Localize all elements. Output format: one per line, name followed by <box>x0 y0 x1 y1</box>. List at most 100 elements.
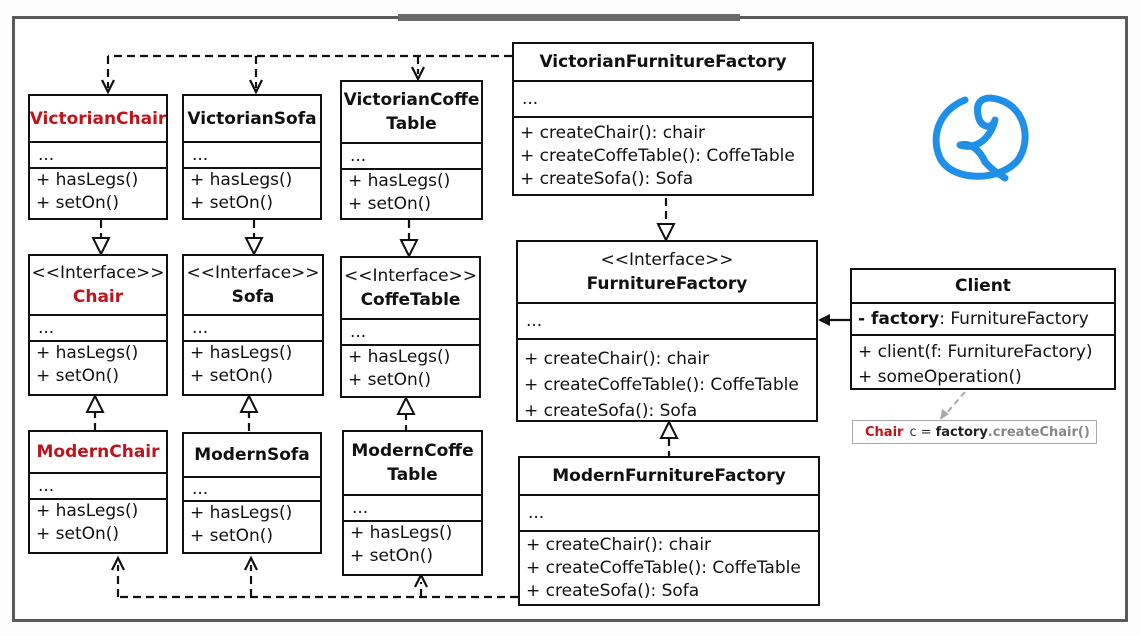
operation: + createCoffeTable(): CoffeTable <box>524 375 799 395</box>
class-attributes: ... <box>30 316 166 342</box>
interface-chair: <<Interface>> Chair ... + hasLegs() + se… <box>28 254 168 396</box>
class-victorian-chair: VictorianChair ... + hasLegs() + setOn() <box>28 94 168 220</box>
operation: + createSofa(): Sofa <box>526 581 700 601</box>
class-attributes: ... <box>520 496 818 532</box>
class-modern-sofa: ModernSofa ... + hasLegs() + setOn() <box>182 432 322 554</box>
class-operations: + hasLegs() + setOn() <box>344 522 481 568</box>
attribute-name: - factory <box>858 309 940 329</box>
operation: + setOn() <box>36 524 120 544</box>
operation: + someOperation() <box>858 367 1022 387</box>
class-attributes: ... <box>184 316 322 342</box>
note-type: Chair <box>865 424 904 440</box>
class-operations: + createChair(): chair + createCoffeTabl… <box>520 532 818 603</box>
operation: + hasLegs() <box>190 503 293 523</box>
interface-name: Chair <box>72 287 124 307</box>
class-attributes: ... <box>518 304 816 340</box>
class-name: <<Interface>> Sofa <box>184 256 322 316</box>
operation: + hasLegs() <box>348 347 451 367</box>
operation: + createChair(): chair <box>524 349 710 369</box>
stereotype: <<Interface>> <box>186 263 320 283</box>
operation: + createChair(): chair <box>526 535 712 555</box>
class-operations: + client(f: FurnitureFactory) + someOper… <box>852 336 1114 390</box>
class-name-line1: ModernCoffe <box>351 441 474 461</box>
class-operations: + hasLegs() + setOn() <box>30 169 166 215</box>
operation: + hasLegs() <box>36 170 139 190</box>
class-victorian-sofa: VictorianSofa ... + hasLegs() + setOn() <box>182 94 322 220</box>
class-name: ModernFurnitureFactory <box>520 458 818 496</box>
interface-name: FurnitureFactory <box>586 274 748 294</box>
code-note: Chair c = factory.createChair() <box>852 420 1097 444</box>
stereotype: <<Interface>> <box>600 250 734 270</box>
note-connector-head <box>940 409 949 420</box>
class-client: Client - factory: FurnitureFactory + cli… <box>850 268 1116 390</box>
realize-triangle-vfactory <box>656 223 676 243</box>
class-operations: + hasLegs() + setOn() <box>184 502 320 548</box>
operation: + createCoffeTable(): CoffeTable <box>526 558 801 578</box>
arrowhead-mtable <box>414 572 428 588</box>
class-name: <<Interface>> FurnitureFactory <box>518 242 816 304</box>
class-operations: + hasLegs() + setOn() <box>342 346 479 392</box>
interface-furniture-factory: <<Interface>> FurnitureFactory ... + cre… <box>516 240 818 422</box>
note-connector <box>943 391 966 417</box>
operation: + setOn() <box>190 193 274 213</box>
operation: + setOn() <box>350 546 434 566</box>
class-name: <<Interface>> Chair <box>30 256 166 316</box>
class-name: ModernChair <box>30 432 166 474</box>
interface-coffe-table: <<Interface>> CoffeTable ... + hasLegs()… <box>340 256 481 398</box>
attribute-type: : FurnitureFactory <box>939 309 1089 329</box>
realize-triangle-vsofa <box>244 237 264 257</box>
class-attributes: ... <box>342 320 479 346</box>
arrowhead-msofa <box>244 555 258 571</box>
class-name: Client <box>852 270 1114 304</box>
operation: + hasLegs() <box>348 171 451 191</box>
operation: + setOn() <box>348 370 432 390</box>
operation: + createCoffeTable(): CoffeTable <box>520 146 795 166</box>
operation: + setOn() <box>36 193 120 213</box>
class-modern-coffe-table: ModernCoffe Table ... + hasLegs() + setO… <box>342 430 483 576</box>
operation: + setOn() <box>36 366 120 386</box>
realize-triangle-vchair <box>91 237 111 257</box>
note-var: c = <box>909 424 932 440</box>
class-operations: + hasLegs() + setOn() <box>30 500 166 546</box>
arrowhead-mchair <box>111 555 125 571</box>
arrowhead-vtable <box>411 66 425 82</box>
class-operations: + hasLegs() + setOn() <box>184 169 320 215</box>
scribble-doodle <box>932 94 1029 182</box>
class-name: VictorianCoffe Table <box>342 82 481 144</box>
class-operations: + hasLegs() + setOn() <box>184 342 322 388</box>
class-name: ModernCoffe Table <box>344 432 481 496</box>
operation: + hasLegs() <box>36 501 139 521</box>
realize-triangle-msofa <box>239 393 259 413</box>
class-name: VictorianChair <box>30 96 166 143</box>
class-attributes: ... <box>344 496 481 522</box>
operation: + hasLegs() <box>190 170 293 190</box>
class-victorian-furniture-factory: VictorianFurnitureFactory ... + createCh… <box>512 42 814 196</box>
operation: + createSofa(): Sofa <box>524 401 698 421</box>
class-attributes: ... <box>30 143 166 169</box>
association-arrowhead <box>818 314 830 326</box>
slide-top-bar <box>398 14 740 21</box>
class-name-line2: Table <box>387 465 438 485</box>
class-modern-furniture-factory: ModernFurnitureFactory ... + createChair… <box>518 456 820 606</box>
stereotype: <<Interface>> <box>343 266 478 286</box>
operation: + setOn() <box>190 366 274 386</box>
stereotype: <<Interface>> <box>31 263 165 283</box>
interface-name: CoffeTable <box>360 290 461 310</box>
operation: + hasLegs() <box>190 343 293 363</box>
operation: + createSofa(): Sofa <box>520 169 694 189</box>
class-operations: + createChair(): chair + createCoffeTabl… <box>514 118 812 191</box>
interface-sofa: <<Interface>> Sofa ... + hasLegs() + set… <box>182 254 324 396</box>
realize-triangle-mtable <box>396 395 416 415</box>
class-name: VictorianSofa <box>184 96 320 143</box>
class-name: VictorianFurnitureFactory <box>514 44 812 82</box>
class-operations: + hasLegs() + setOn() <box>342 170 481 216</box>
operation: + setOn() <box>348 194 432 214</box>
class-operations: + hasLegs() + setOn() <box>30 342 166 388</box>
note-object: factory <box>935 424 988 440</box>
class-name: <<Interface>> CoffeTable <box>342 258 479 320</box>
class-attributes: - factory: FurnitureFactory <box>852 304 1114 336</box>
class-victorian-coffe-table: VictorianCoffe Table ... + hasLegs() + s… <box>340 80 483 220</box>
class-attributes: ... <box>342 144 481 170</box>
class-modern-chair: ModernChair ... + hasLegs() + setOn() <box>28 430 168 554</box>
